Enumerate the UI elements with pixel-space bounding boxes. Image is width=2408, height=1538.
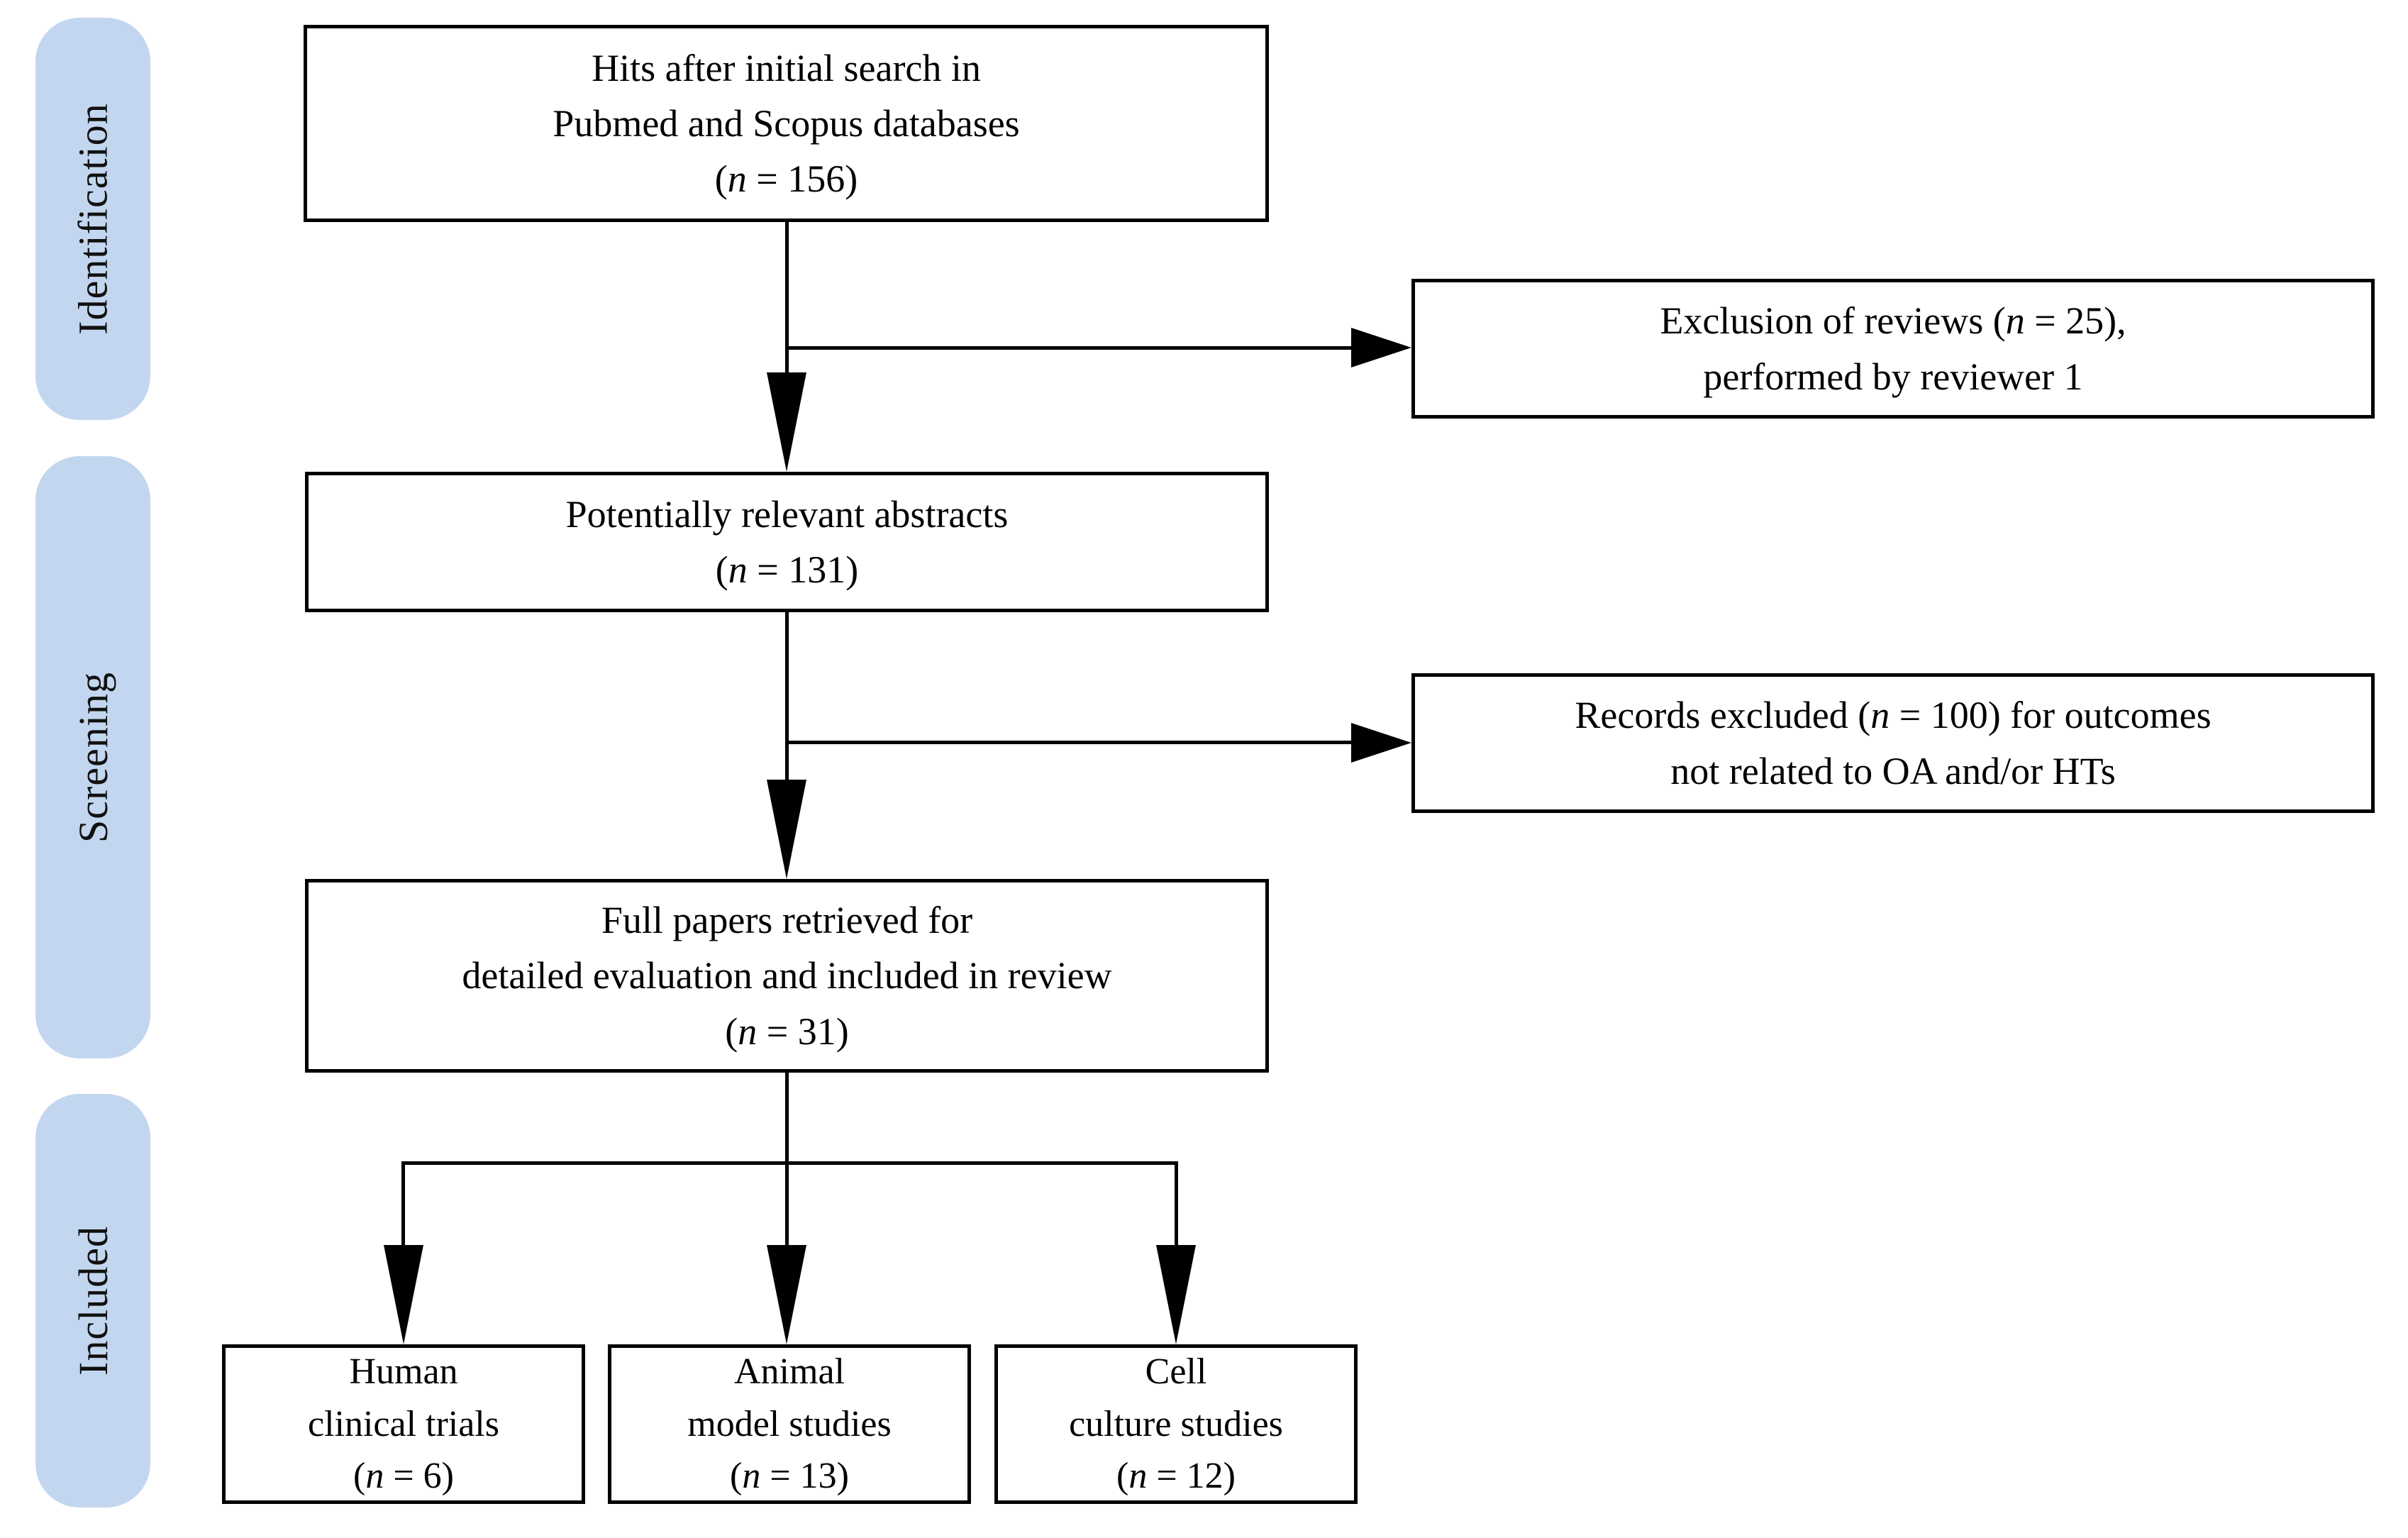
- box-text-line: Pubmed and Scopus databases: [553, 101, 1020, 145]
- text-pre: Records excluded (: [1575, 694, 1871, 737]
- box-text-line: Animal: [734, 1351, 845, 1392]
- arrow-down-icon: [767, 1245, 806, 1344]
- box-text-line: not related to OA and/or HTs: [1670, 749, 2116, 792]
- count-n: n: [365, 1456, 384, 1497]
- arrow-down-icon: [767, 780, 806, 879]
- connector-to-exclusion-reviews-line: [787, 346, 1351, 350]
- count-open: (: [715, 548, 728, 591]
- box-count-line: (n = 31): [725, 1004, 848, 1059]
- box-text-line: Hits after initial search in: [592, 46, 981, 89]
- box-initial-search-hits: Hits after initial search in Pubmed and …: [304, 25, 1269, 222]
- box-full-papers: Full papers retrieved for detailed evalu…: [305, 879, 1269, 1073]
- box-text-line: Exclusion of reviews (n = 25),: [1660, 293, 2126, 348]
- box-count-line: (n = 156): [715, 151, 858, 206]
- stage-label-included: Included: [70, 1226, 116, 1376]
- box-text-line: Human: [349, 1351, 458, 1392]
- count-rest: = 31): [757, 1009, 849, 1053]
- box-text-line: culture studies: [1069, 1403, 1283, 1444]
- count-n: n: [728, 548, 748, 591]
- box-count-line: (n = 13): [730, 1450, 849, 1503]
- arrow-down-icon: [767, 372, 806, 472]
- count-n: n: [2005, 299, 2025, 343]
- count-open: (: [725, 1009, 738, 1053]
- box-text-line: clinical trials: [307, 1403, 499, 1444]
- arrow-right-icon: [1351, 328, 1411, 367]
- count-n: n: [1870, 694, 1890, 737]
- stage-pill-screening: Screening: [35, 456, 150, 1058]
- box-text-line: Cell: [1145, 1351, 1207, 1392]
- count-n: n: [1128, 1456, 1148, 1497]
- count-rest: = 131): [747, 548, 859, 591]
- count-open: (: [714, 157, 728, 201]
- count-rest: = 156): [746, 157, 858, 201]
- count-n: n: [742, 1456, 761, 1497]
- box-text-line: Records excluded (n = 100) for outcomes: [1575, 687, 2211, 743]
- box-text-line: Potentially relevant abstracts: [565, 492, 1009, 536]
- connector-to-cell-line: [1175, 1161, 1178, 1249]
- connector-to-human-line: [401, 1161, 405, 1249]
- box-count-line: (n = 131): [716, 542, 858, 597]
- count-open: (: [353, 1456, 366, 1497]
- box-human-clinical-trials: Human clinical trials (n = 6): [222, 1344, 585, 1504]
- box-count-line: (n = 6): [353, 1450, 454, 1503]
- count-rest: = 12): [1147, 1456, 1236, 1497]
- count-rest: = 6): [384, 1456, 454, 1497]
- arrow-right-icon: [1351, 723, 1411, 763]
- arrow-down-icon: [384, 1245, 423, 1344]
- count-open: (: [730, 1456, 743, 1497]
- count-n: n: [738, 1009, 758, 1053]
- stage-label-screening: Screening: [70, 672, 116, 843]
- text-post: = 100) for outcomes: [1890, 694, 2212, 737]
- box-text-line: model studies: [687, 1403, 892, 1444]
- box-records-excluded: Records excluded (n = 100) for outcomes …: [1411, 673, 2375, 813]
- box-text-line: detailed evaluation and included in revi…: [462, 954, 1112, 997]
- connector-distribution-line: [401, 1161, 1178, 1165]
- connector-fullpapers-down-line: [785, 1073, 789, 1249]
- box-count-line: (n = 12): [1116, 1450, 1236, 1503]
- connector-to-records-excluded-line: [787, 741, 1351, 744]
- box-animal-model-studies: Animal model studies (n = 13): [608, 1344, 971, 1504]
- stage-label-identification: Identification: [70, 103, 116, 335]
- stage-pill-included: Included: [35, 1094, 150, 1507]
- text-pre: Exclusion of reviews (: [1660, 299, 2006, 343]
- count-rest: = 13): [760, 1456, 849, 1497]
- stage-pill-identification: Identification: [35, 18, 150, 420]
- connector-abstracts-to-fullpapers-line: [785, 612, 789, 783]
- box-text-line: Full papers retrieved for: [601, 899, 973, 942]
- text-post: = 25),: [2024, 299, 2126, 343]
- count-open: (: [1116, 1456, 1129, 1497]
- count-n: n: [727, 157, 747, 201]
- box-relevant-abstracts: Potentially relevant abstracts (n = 131): [305, 472, 1269, 612]
- arrow-down-icon: [1156, 1245, 1196, 1344]
- box-cell-culture-studies: Cell culture studies (n = 12): [994, 1344, 1358, 1504]
- box-text-line: performed by reviewer 1: [1703, 355, 2083, 398]
- connector-hits-to-abstracts-line: [785, 222, 789, 376]
- box-exclusion-reviews: Exclusion of reviews (n = 25), performed…: [1411, 279, 2375, 419]
